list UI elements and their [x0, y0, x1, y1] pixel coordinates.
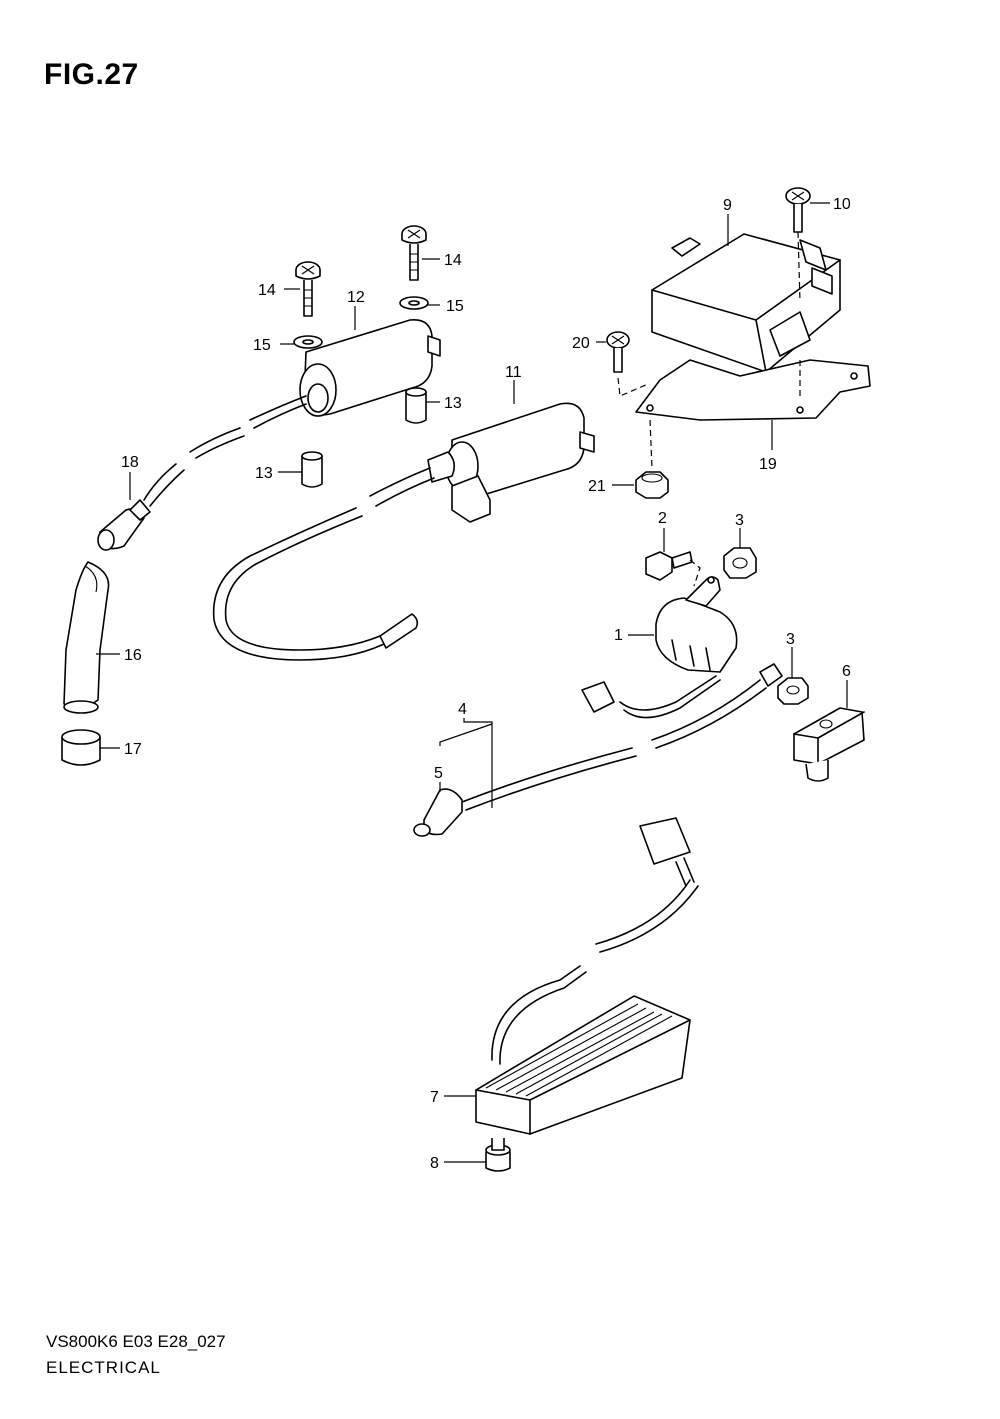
callout-2: 2 — [658, 510, 667, 527]
part-16-plug-boot[interactable] — [63, 561, 110, 714]
callout-11: 11 — [505, 364, 522, 381]
part-6-sensor[interactable] — [793, 707, 865, 782]
coil-11-cable — [212, 467, 435, 661]
leader-lines — [96, 202, 848, 1163]
callout-8: 8 — [430, 1155, 439, 1172]
part-3-nut-upper[interactable] — [723, 547, 757, 579]
part-10-screw[interactable] — [785, 187, 811, 233]
part-15-washer-right[interactable] — [399, 296, 429, 310]
callout-3: 3 — [786, 631, 795, 648]
callout-21: 21 — [588, 478, 606, 495]
part-19-bracket[interactable] — [635, 359, 871, 421]
part-15-washer-left[interactable] — [293, 335, 323, 349]
part-12-ignition-coil[interactable] — [299, 319, 441, 417]
callout-4: 4 — [458, 701, 467, 718]
part-14-bolt-left[interactable] — [295, 261, 321, 317]
part-1-starter-relay[interactable] — [655, 576, 738, 673]
callout-12: 12 — [347, 289, 365, 306]
callout-7: 7 — [430, 1089, 439, 1106]
callout-19: 19 — [759, 456, 777, 473]
callout-17: 17 — [124, 741, 142, 758]
part-21-nut[interactable] — [635, 471, 669, 499]
callout-13: 13 — [444, 395, 462, 412]
diagram-code: VS800K6 E03 E28_027 — [46, 1332, 226, 1351]
part-3-nut-lower[interactable] — [777, 677, 809, 705]
callout-5: 5 — [434, 765, 443, 782]
callout-10: 10 — [833, 196, 851, 213]
regulator-wire — [491, 817, 699, 1065]
callout-16: 16 — [124, 647, 142, 664]
dash-bolt-line — [689, 559, 701, 587]
callout-15: 15 — [446, 298, 464, 315]
part-7-regulator[interactable] — [475, 995, 691, 1135]
part-11-ignition-coil[interactable] — [427, 402, 595, 523]
part-20-screw[interactable] — [606, 331, 630, 373]
part-18-cable-end[interactable] — [97, 499, 151, 551]
callout-14: 14 — [444, 252, 462, 269]
part-9-control-unit[interactable] — [651, 233, 841, 373]
callout-18: 18 — [121, 454, 139, 471]
diagram-name: ELECTRICAL — [46, 1358, 161, 1377]
callout-3: 3 — [735, 512, 744, 529]
callout-13: 13 — [255, 465, 273, 482]
part-17-plug-cap-ring[interactable] — [61, 729, 101, 766]
callout-20: 20 — [572, 335, 590, 352]
callout-1: 1 — [614, 627, 623, 644]
figure-title: FIG.27 — [44, 58, 139, 91]
callout-14: 14 — [258, 282, 276, 299]
part-13-spacer-lower[interactable] — [301, 451, 323, 488]
callout-6: 6 — [842, 663, 851, 680]
coil-12-cable — [143, 395, 307, 507]
callout-labels: 1 2 3 3 4 5 6 7 8 9 10 11 12 13 13 14 14… — [121, 196, 851, 1172]
mounting-dash-lines — [617, 231, 801, 469]
callout-15: 15 — [253, 337, 271, 354]
part-13-spacer-upper[interactable] — [405, 387, 427, 424]
part-14-bolt-right[interactable] — [401, 225, 427, 281]
callout-9: 9 — [723, 197, 732, 214]
part-8-bolt[interactable] — [485, 1138, 511, 1172]
part-5-terminal-boot[interactable] — [413, 788, 463, 837]
part-2-bolt[interactable] — [645, 551, 693, 581]
part-4-starter-cable[interactable] — [461, 663, 783, 811]
